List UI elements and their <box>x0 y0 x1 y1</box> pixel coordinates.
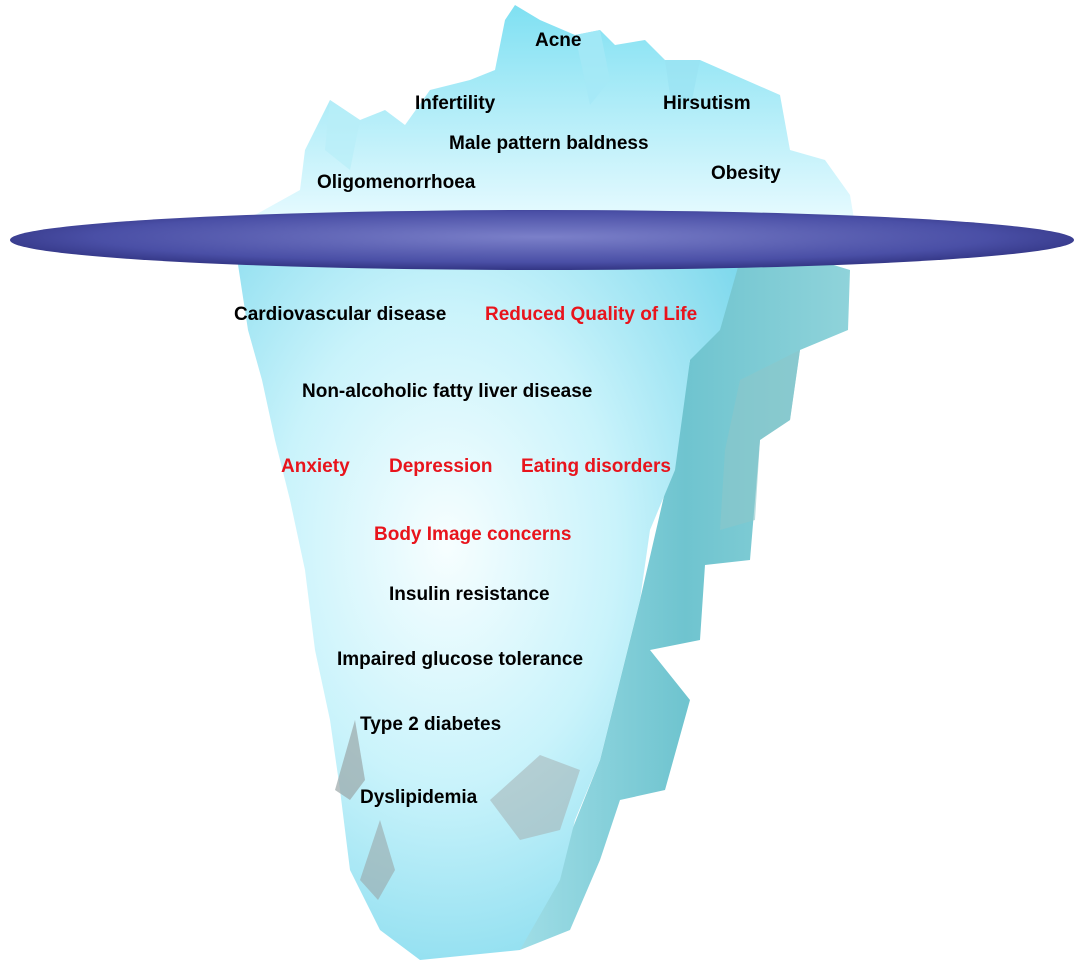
label-acne: Acne <box>535 30 582 51</box>
label-cardiovascular-disease: Cardiovascular disease <box>234 304 447 325</box>
iceberg-tip-facet <box>325 100 360 170</box>
iceberg-shadow-streak <box>335 720 365 800</box>
label-insulin-resistance: Insulin resistance <box>389 584 550 605</box>
water-surface <box>10 210 1074 270</box>
iceberg-side-shade <box>720 350 800 530</box>
label-anxiety: Anxiety <box>281 456 350 477</box>
label-body-image-concerns: Body Image concerns <box>374 524 572 545</box>
label-impaired-glucose-tolerance: Impaired glucose tolerance <box>337 649 584 670</box>
label-hirsutism: Hirsutism <box>663 93 751 114</box>
label-type-2-diabetes: Type 2 diabetes <box>360 714 502 735</box>
iceberg-shadow-streak <box>360 820 395 900</box>
label-eating-disorders: Eating disorders <box>521 456 671 477</box>
label-infertility: Infertility <box>415 93 496 114</box>
iceberg-shadow-streak <box>490 755 580 840</box>
label-obesity: Obesity <box>711 163 781 184</box>
iceberg-tip-facet <box>665 60 700 110</box>
iceberg-tip <box>255 5 855 225</box>
label-reduced-quality-of-life: Reduced Quality of Life <box>485 304 698 325</box>
label-depression: Depression <box>389 456 493 477</box>
label-oligomenorrhoea: Oligomenorrhoea <box>317 172 476 193</box>
iceberg-tip-facet <box>575 30 610 105</box>
label-nafld: Non-alcoholic fatty liver disease <box>302 381 593 402</box>
label-male-pattern-baldness: Male pattern baldness <box>449 133 649 154</box>
label-dyslipidemia: Dyslipidemia <box>360 787 478 808</box>
